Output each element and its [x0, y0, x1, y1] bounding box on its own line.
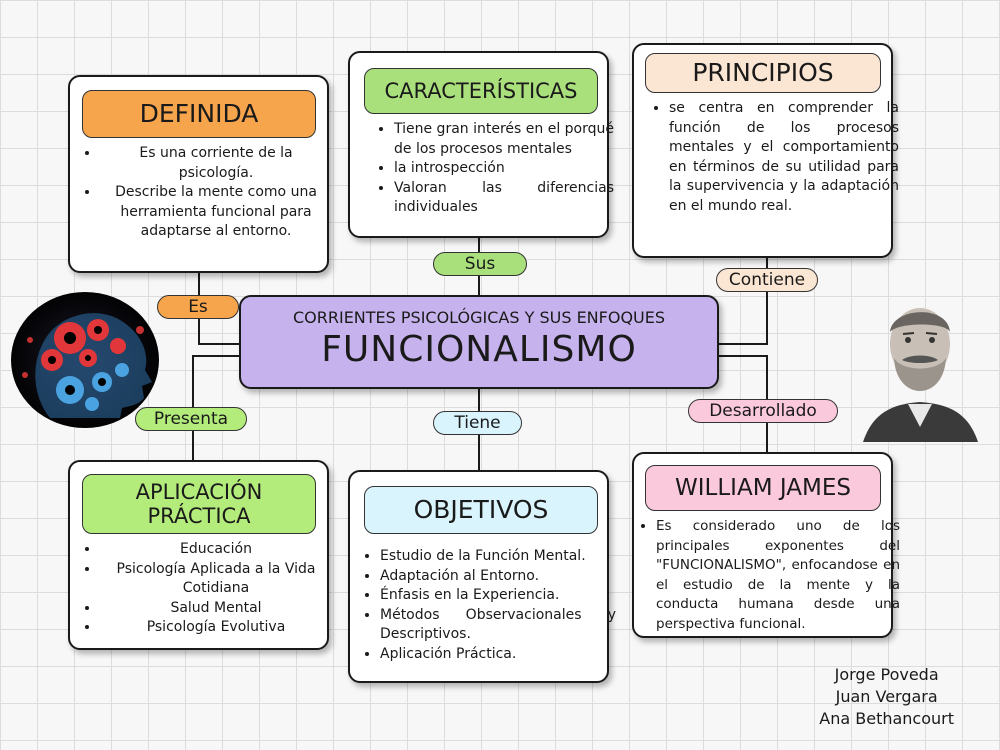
william-title: WILLIAM JAMES: [645, 465, 881, 511]
william-card: WILLIAM JAMES Es considerado uno de los …: [632, 452, 900, 638]
central-topic: CORRIENTES PSICOLÓGICAS Y SUS ENFOQUES F…: [239, 295, 719, 389]
author-name: Ana Bethancourt: [819, 709, 954, 728]
william-list: Es considerado uno de los principales ex…: [636, 517, 900, 634]
list-item: Educación: [100, 540, 332, 560]
connector-desarrollado: Desarrollado: [688, 399, 838, 423]
list-item: Psicología Evolutiva: [100, 618, 332, 638]
caracteristicas-title: CARACTERÍSTICAS: [364, 68, 598, 114]
objetivos-card: OBJETIVOS Estudio de la Función Mental. …: [348, 470, 616, 683]
list-item: Aplicación Práctica.: [380, 645, 616, 665]
list-item: se centra en comprender la función de lo…: [669, 99, 899, 216]
list-item: Valoran las diferencias individuales: [394, 179, 614, 218]
definida-list: Es una corriente de la psicología. Descr…: [80, 144, 332, 242]
author-name: Juan Vergara: [835, 687, 938, 706]
list-item: la introspección: [394, 159, 614, 179]
objetivos-list: Estudio de la Función Mental. Adaptación…: [360, 547, 616, 664]
william-james-portrait: [858, 292, 983, 442]
gears-head-icon: [10, 290, 160, 430]
aplicacion-title: APLICACIÓN PRÁCTICA: [82, 474, 316, 534]
author-name: Jorge Poveda: [834, 665, 939, 684]
list-item: Estudio de la Función Mental.: [380, 547, 616, 567]
aplicacion-list: Educación Psicología Aplicada a la Vida …: [80, 540, 332, 638]
central-title: FUNCIONALISMO: [321, 329, 637, 370]
aplicacion-card: APLICACIÓN PRÁCTICA Educación Psicología…: [68, 460, 329, 650]
list-item: Psicología Aplicada a la Vida Cotidiana: [100, 560, 332, 599]
list-item: Énfasis en la Experiencia.: [380, 586, 616, 606]
connector-presenta: Presenta: [135, 407, 247, 431]
list-item: Salud Mental: [100, 599, 332, 619]
authors: Jorge Poveda Juan Vergara Ana Bethancour…: [819, 664, 954, 730]
connector-sus: Sus: [433, 252, 527, 276]
list-item: Es considerado uno de los principales ex…: [656, 517, 900, 634]
list-item: Es una corriente de la psicología.: [100, 144, 332, 183]
principios-title: PRINCIPIOS: [645, 53, 881, 93]
objetivos-title: OBJETIVOS: [364, 486, 598, 534]
definida-title: DEFINIDA: [82, 90, 316, 138]
list-item: Adaptación al Entorno.: [380, 567, 616, 587]
definida-card: DEFINIDA Es una corriente de la psicolog…: [68, 75, 329, 273]
list-item: Describe la mente como una herramienta f…: [100, 183, 332, 242]
list-item: Métodos Observacionales y Descriptivos.: [380, 606, 616, 645]
principios-list: se centra en comprender la función de lo…: [649, 99, 899, 216]
connector-es: Es: [157, 295, 239, 319]
connector-contiene: Contiene: [716, 268, 818, 292]
principios-card: PRINCIPIOS se centra en comprender la fu…: [632, 43, 899, 258]
caracteristicas-card: CARACTERÍSTICAS Tiene gran interés en el…: [348, 51, 614, 238]
caracteristicas-list: Tiene gran interés en el porqué de los p…: [374, 120, 614, 218]
list-item: Tiene gran interés en el porqué de los p…: [394, 120, 614, 159]
central-subtitle: CORRIENTES PSICOLÓGICAS Y SUS ENFOQUES: [292, 308, 666, 327]
connector-tiene: Tiene: [433, 411, 522, 435]
